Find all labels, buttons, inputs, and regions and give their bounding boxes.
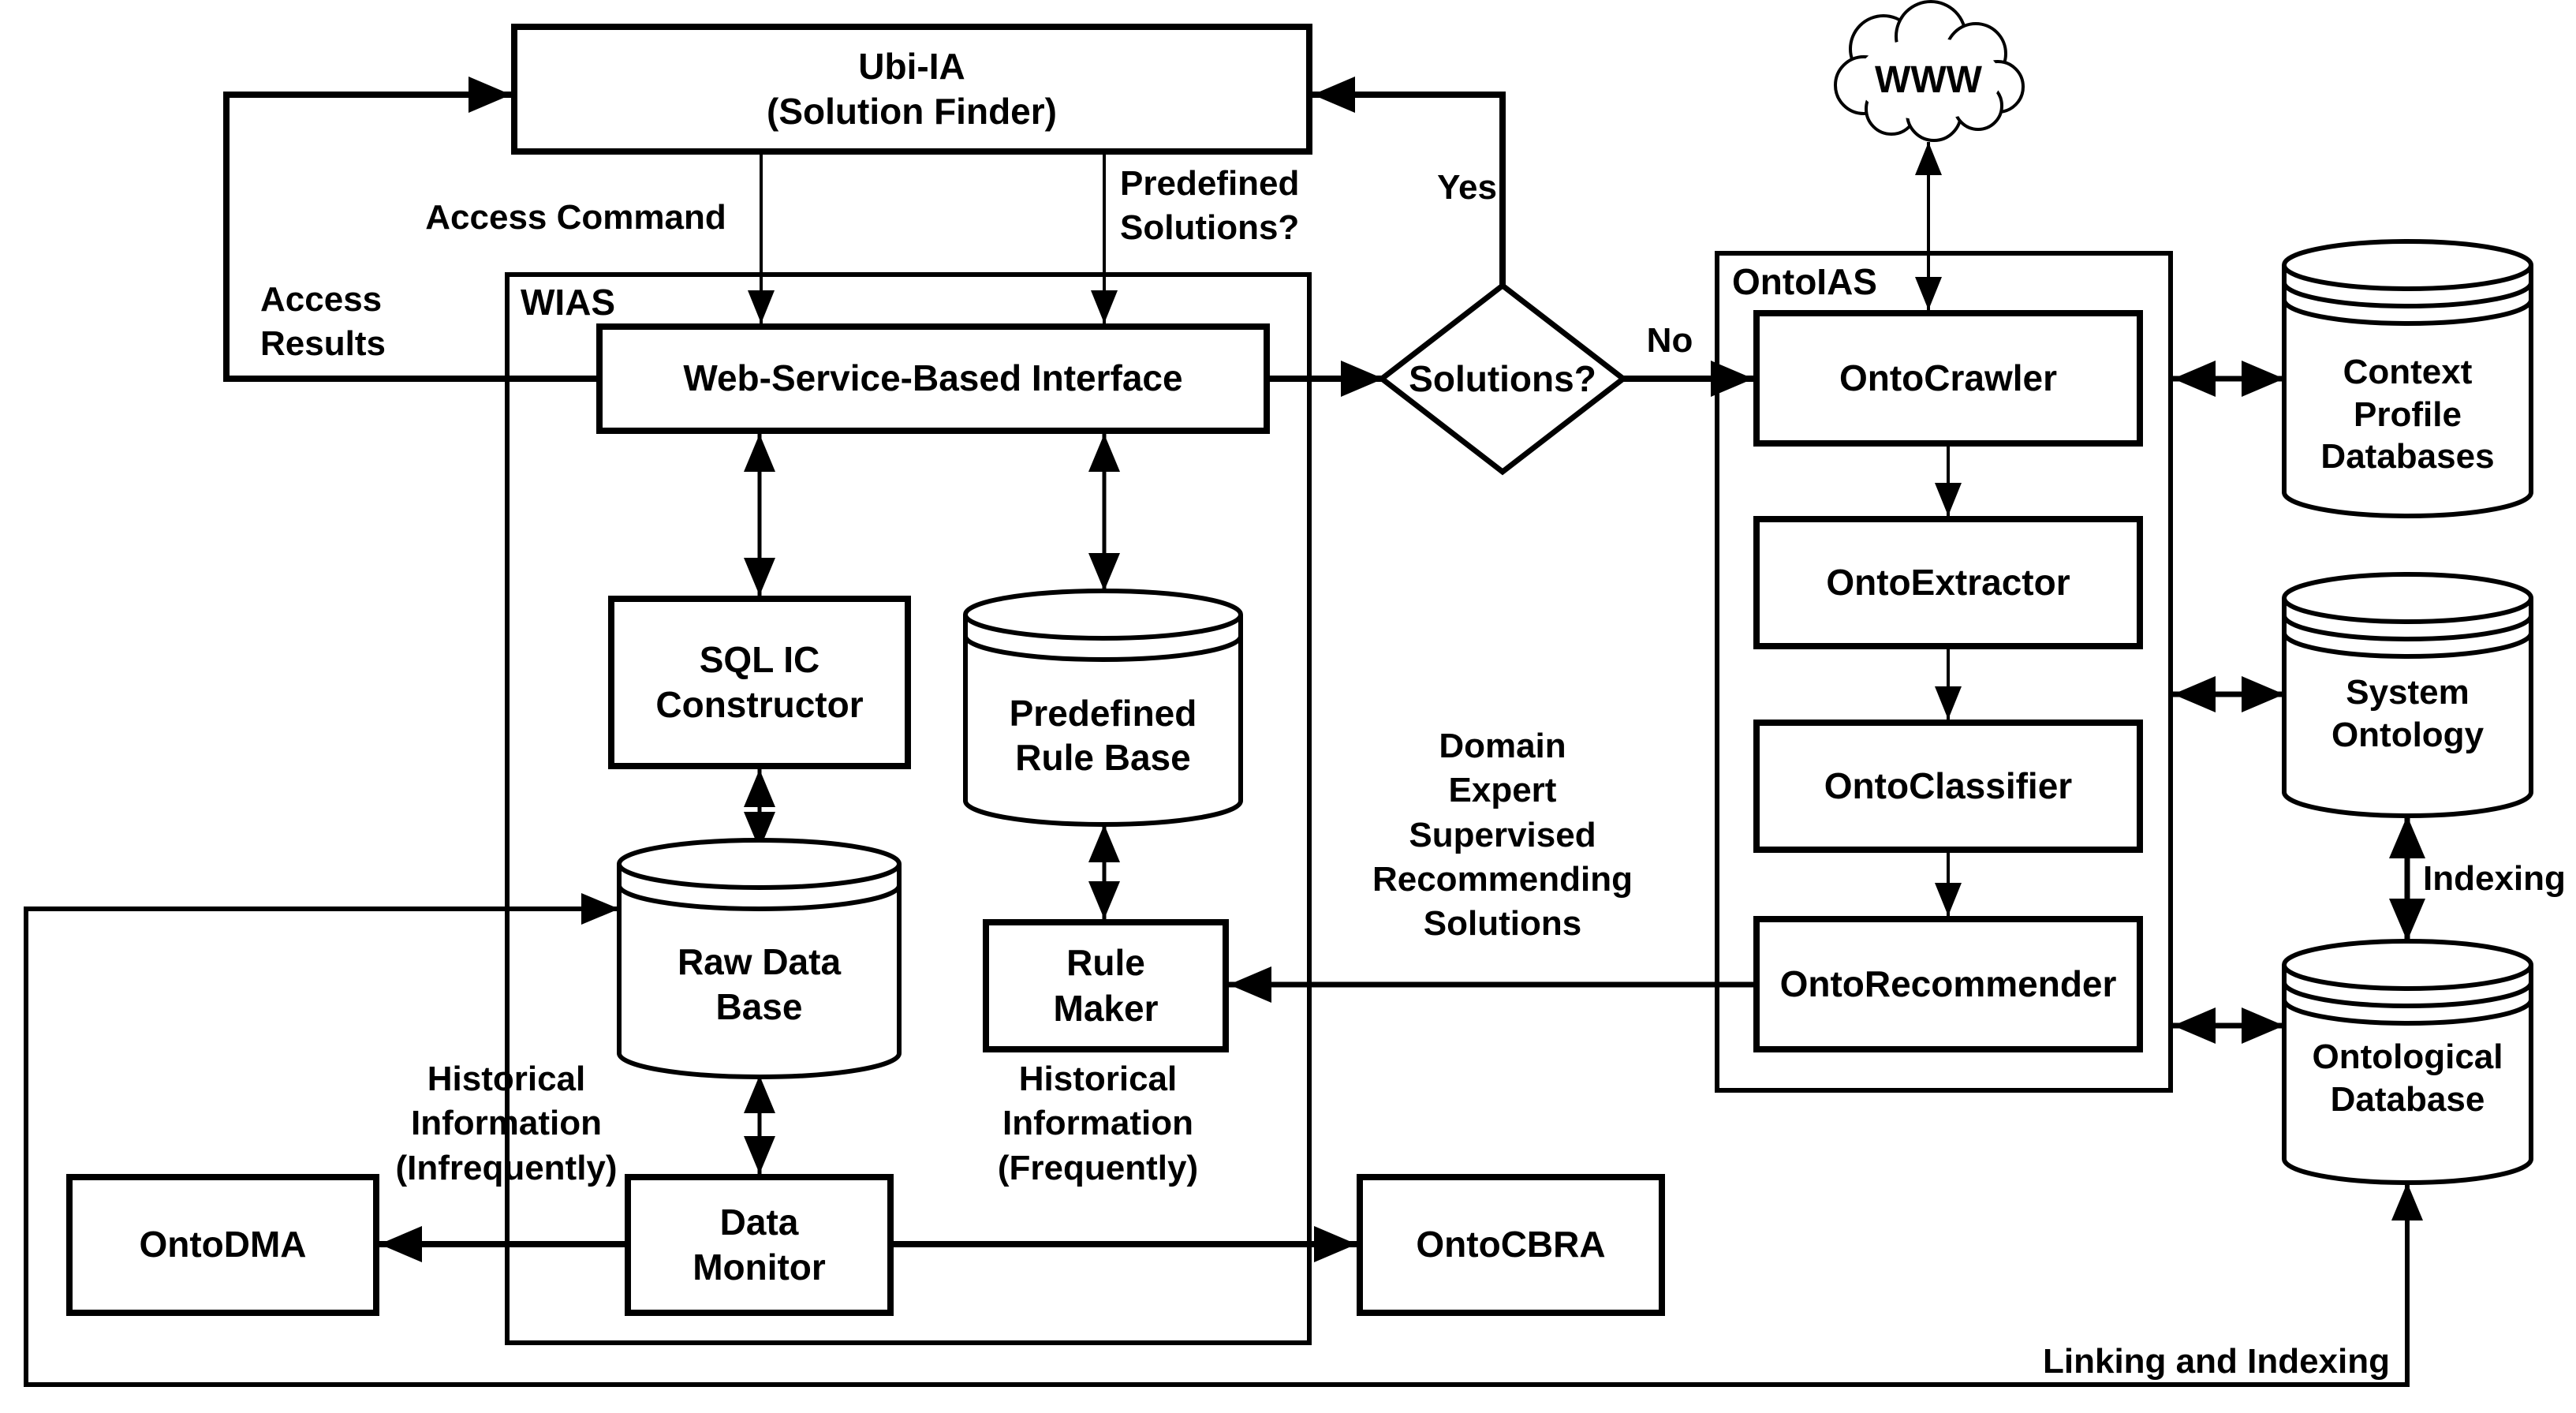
arrowhead — [1091, 290, 1118, 323]
arrowhead — [1711, 361, 1753, 397]
arrowhead — [2389, 816, 2425, 858]
arrowhead — [1915, 277, 1942, 310]
ontoias-container — [1715, 251, 2173, 1093]
connector-line — [24, 906, 2410, 1387]
arrowhead — [2242, 676, 2284, 712]
label-predefined-solutions: Predefined Solutions? — [1120, 164, 1300, 248]
label-yes: Yes — [1437, 168, 1497, 207]
context-profile-databases-label: Context Profile Databases — [2320, 352, 2495, 477]
system-ontology-label: System Ontology — [2331, 673, 2485, 754]
arrowhead — [2391, 1183, 2423, 1220]
context-profile-databases-cylinder — [2282, 239, 2533, 518]
node-onto-cbra: OntoCBRA — [1357, 1174, 1665, 1316]
solutions-decision-label: Solutions? — [1409, 357, 1596, 399]
label-access-results: Access Results — [260, 280, 386, 364]
arrowhead — [1935, 686, 1962, 720]
label-domain-expert-supervised: Domain Expert Supervised Recommending So… — [1372, 727, 1633, 944]
arrowhead — [744, 558, 775, 596]
arrowhead — [379, 1226, 422, 1262]
arrowhead — [1341, 361, 1383, 397]
node-rule-maker: Rule Maker — [983, 919, 1229, 1052]
arrowhead — [748, 290, 775, 323]
node-sql-ic-constructor: SQL IC Constructor — [608, 596, 911, 769]
raw-data-base-label: Raw Data Base — [677, 941, 842, 1027]
ontoias-label: OntoIAS — [1732, 261, 1877, 302]
arrowhead — [1314, 1226, 1357, 1262]
node-web-service-based-interface: Web-Service-Based Interface — [596, 323, 1270, 434]
wias-label: WIAS — [521, 282, 616, 323]
ontological-database-label: Ontological Database — [2312, 1037, 2503, 1119]
arrowhead — [1935, 883, 1962, 916]
label-no: No — [1646, 321, 1693, 360]
www-cloud-icon — [1834, 0, 2025, 142]
arrowhead — [1229, 966, 1271, 1003]
node-onto-classifier: OntoClassifier — [1753, 720, 2143, 853]
arrowhead — [1915, 142, 1942, 175]
wias-container — [505, 272, 1312, 1345]
arrowhead — [744, 434, 775, 472]
node-onto-dma: OntoDMA — [66, 1174, 379, 1316]
label-historical-infrequently: Historical Information (Infrequently) — [395, 1060, 618, 1187]
arrowhead — [1088, 881, 1120, 919]
node-onto-extractor: OntoExtractor — [1753, 516, 2143, 649]
node-data-monitor: Data Monitor — [625, 1174, 894, 1316]
arrowhead — [2242, 361, 2284, 397]
arrowhead — [744, 1136, 775, 1174]
label-indexing: Indexing — [2423, 859, 2566, 898]
ontological-database-cylinder — [2282, 939, 2533, 1185]
arrowhead — [1088, 824, 1120, 862]
node-onto-crawler: OntoCrawler — [1753, 310, 2143, 447]
arrowhead — [1088, 434, 1120, 472]
arrowhead — [469, 77, 511, 113]
connectors — [24, 77, 2425, 1387]
predefined-rule-base-cylinder — [963, 589, 1243, 827]
arrowhead — [2389, 899, 2425, 941]
arrowhead — [744, 1075, 775, 1113]
arrowhead — [1088, 553, 1120, 591]
label-linking-and-indexing: Linking and Indexing — [2043, 1342, 2390, 1381]
connector-line — [223, 92, 596, 382]
system-ontology-cylinder — [2282, 572, 2533, 818]
label-historical-frequently: Historical Information (Frequently) — [997, 1060, 1199, 1187]
www-label: WWW — [1875, 58, 1982, 101]
solutions-diamond-shape — [1377, 282, 1628, 476]
raw-data-base-cylinder — [617, 838, 902, 1079]
arrowhead — [744, 812, 775, 850]
connector-line — [1312, 92, 1506, 286]
predefined-rule-base-label: Predefined Rule Base — [1009, 692, 1197, 778]
arrowhead — [2242, 1007, 2284, 1044]
arrowhead — [2173, 676, 2216, 712]
arrowhead — [2173, 1007, 2216, 1044]
arrowhead — [581, 893, 619, 925]
label-access-command: Access Command — [425, 198, 726, 237]
arrowhead — [744, 769, 775, 807]
arrowhead — [1935, 483, 1962, 516]
arrowhead — [2173, 361, 2216, 397]
node-onto-recommender: OntoRecommender — [1753, 916, 2143, 1052]
node-ubi-ia: Ubi-IA (Solution Finder) — [511, 24, 1312, 155]
arrowhead — [1312, 77, 1355, 113]
